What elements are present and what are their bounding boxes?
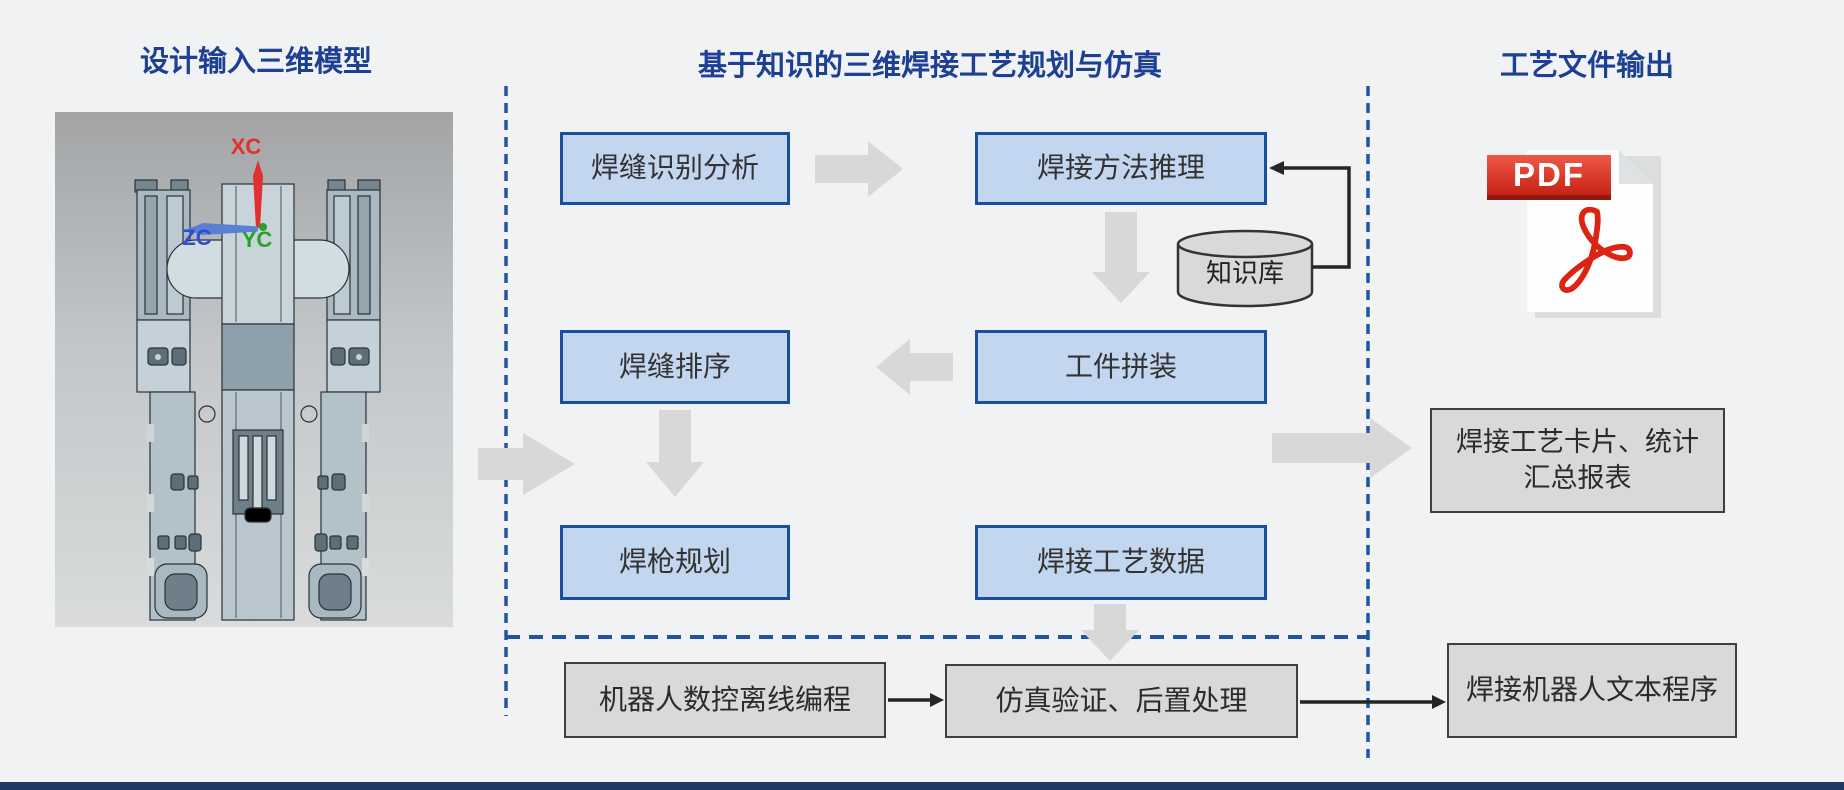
section-title-design-input: 设计输入三维模型 — [139, 46, 372, 78]
cad-axes: XC ZC YC — [182, 134, 272, 252]
pdf-banner: PDF — [1487, 155, 1611, 200]
flow-box-process-card-report: 焊接工艺卡片、统计汇总报表 — [1430, 408, 1725, 513]
flow-box-simulation-post: 仿真验证、后置处理 — [945, 664, 1298, 738]
y-axis-dot — [259, 223, 267, 231]
flow-arrow-reasoning-to-assembly — [1092, 212, 1150, 303]
acrobat-logo-icon — [1559, 206, 1633, 293]
flow-box-seam-recognition: 焊缝识别分析 — [560, 132, 790, 205]
section-title-planning: 基于知识的三维焊接工艺规划与仿真 — [697, 50, 1162, 82]
flow-arrow-recognition-to-reasoning — [815, 141, 903, 197]
arrowhead-kb — [1269, 161, 1284, 175]
cad-model-drawing: XC ZC YC — [134, 134, 381, 621]
flow-box-offline-programming: 机器人数控离线编程 — [564, 662, 886, 738]
slide-footer-bar — [0, 782, 1844, 790]
flow-box-seam-sequencing: 焊缝排序 — [560, 330, 790, 404]
pdf-file-icon: PDF — [1487, 142, 1687, 322]
flow-arrow-input-to-planning — [478, 433, 575, 495]
flow-box-workpiece-assembly: 工件拼装 — [975, 330, 1267, 404]
flow-box-method-reasoning: 焊接方法推理 — [975, 132, 1267, 205]
cad-model-viewport: XC ZC YC — [55, 112, 453, 627]
arrowhead-offline — [930, 693, 944, 707]
flow-arrow-data-to-simulation — [1081, 604, 1139, 661]
connector-kb-to-reasoning — [1284, 166, 1351, 269]
flow-box-torch-planning: 焊枪规划 — [560, 525, 790, 600]
y-axis-label: YC — [242, 227, 273, 252]
pdf-banner-label: PDF — [1513, 156, 1585, 193]
knowledge-base-cylinder — [1176, 229, 1314, 308]
x-axis-arrow — [253, 160, 263, 228]
flow-arrow-planning-to-output — [1272, 418, 1412, 478]
flow-box-robot-program: 焊接机器人文本程序 — [1447, 643, 1737, 738]
z-axis-arrow — [185, 223, 258, 235]
flow-arrow-assembly-to-sequencing — [876, 339, 953, 395]
knowledge-base-label: 知识库 — [1205, 257, 1284, 288]
z-axis-label: ZC — [182, 225, 211, 250]
x-axis-label: XC — [231, 134, 262, 159]
arrowhead-simulation — [1432, 695, 1446, 709]
flow-arrow-sequencing-to-torch — [646, 410, 704, 497]
flow-box-process-data: 焊接工艺数据 — [975, 525, 1267, 600]
section-title-output: 工艺文件输出 — [1499, 50, 1674, 82]
